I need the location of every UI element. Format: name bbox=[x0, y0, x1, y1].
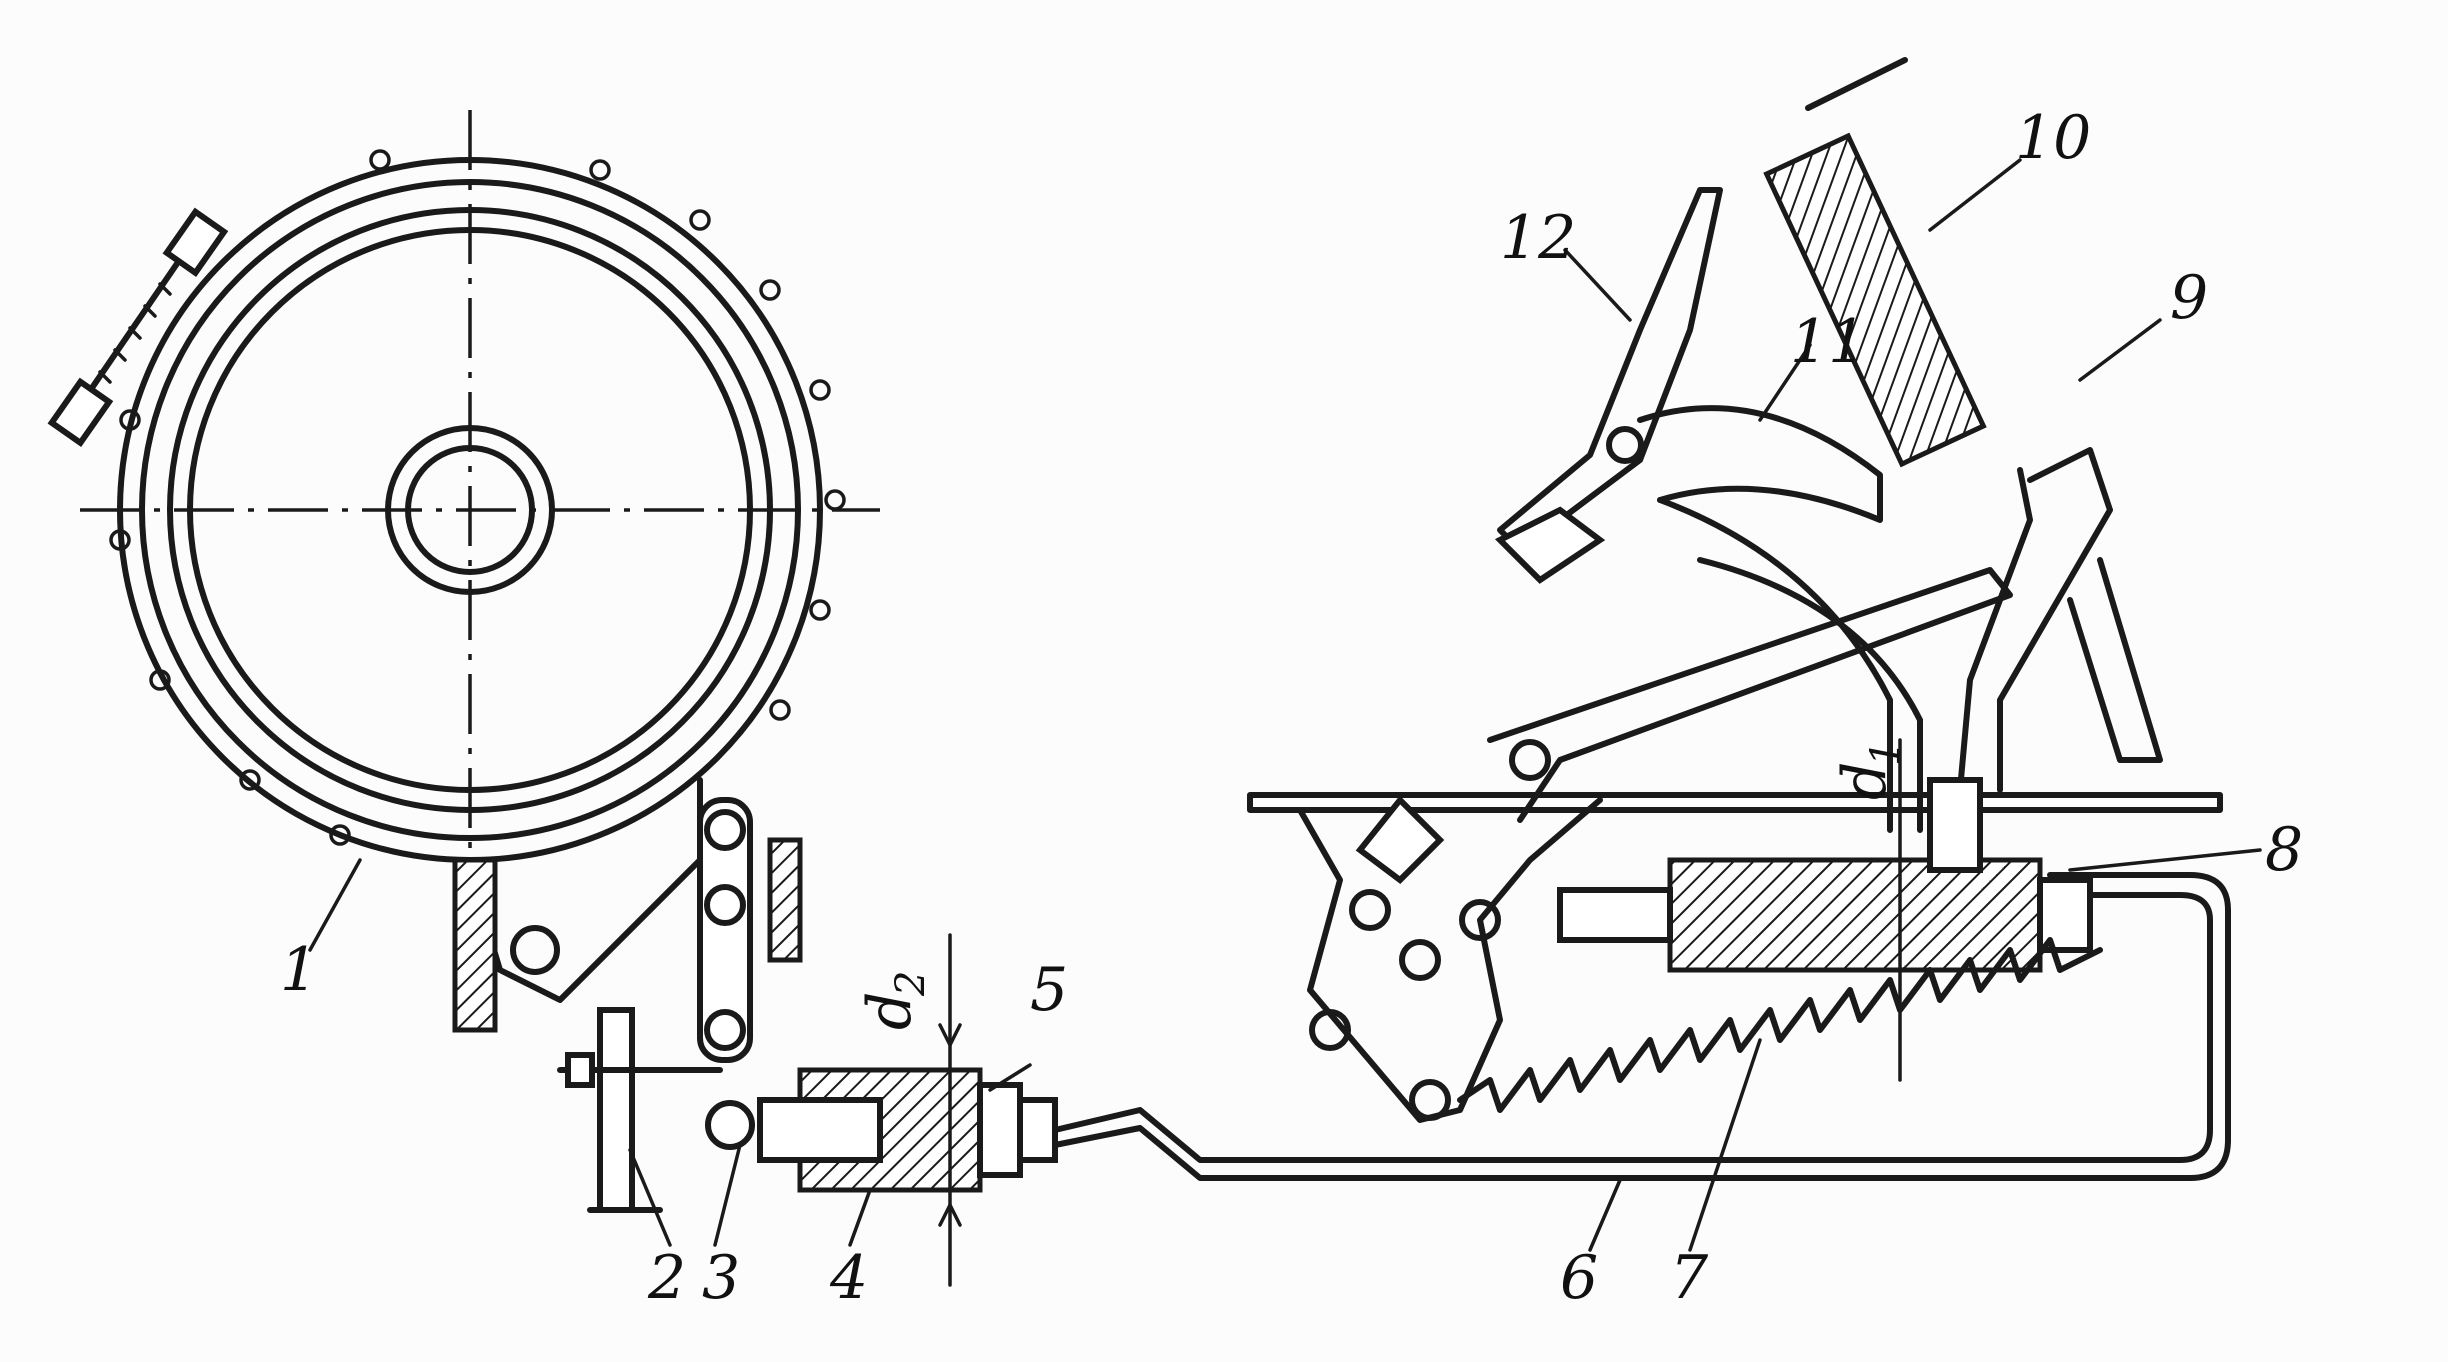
pedal-cylinder bbox=[1557, 738, 2093, 1082]
label-9: 9 bbox=[2170, 263, 2208, 333]
dim-d1-sub: 1 bbox=[1863, 741, 1909, 766]
dim-d2-base: d bbox=[855, 992, 925, 1030]
dim-d2-sub: 2 bbox=[888, 971, 934, 997]
label-5: 5 bbox=[1030, 955, 1068, 1025]
label-6: 6 bbox=[1560, 1243, 1598, 1313]
part-labels: 1 2 3 4 5 6 7 8 9 10 11 12 d 2 d 1 bbox=[280, 103, 2303, 1313]
pivot-linkage bbox=[557, 797, 803, 1213]
leader-lines bbox=[308, 158, 2262, 1252]
label-7: 7 bbox=[1670, 1243, 1709, 1313]
brake-drum bbox=[47, 110, 880, 1033]
label-12: 12 bbox=[1500, 203, 1576, 273]
tension-spring bbox=[1457, 937, 2103, 1113]
label-1: 1 bbox=[280, 935, 318, 1005]
label-11: 11 bbox=[1790, 307, 1866, 377]
label-4: 4 bbox=[829, 1243, 868, 1313]
pedal-frame bbox=[1247, 557, 2223, 1123]
label-2: 2 bbox=[647, 1243, 686, 1313]
return-spring-cylinder bbox=[1763, 57, 2113, 793]
master-cylinder bbox=[757, 933, 1058, 1287]
pedal-assembly bbox=[1494, 187, 1923, 833]
dim-d1: d 1 bbox=[1830, 741, 1909, 800]
label-8: 8 bbox=[2265, 815, 2303, 885]
dim-d2: d 2 bbox=[855, 971, 934, 1030]
dim-d1-base: d bbox=[1830, 762, 1900, 800]
label-3: 3 bbox=[702, 1243, 740, 1313]
brake-pipe bbox=[1052, 872, 2231, 1181]
label-10: 10 bbox=[2015, 103, 2091, 173]
